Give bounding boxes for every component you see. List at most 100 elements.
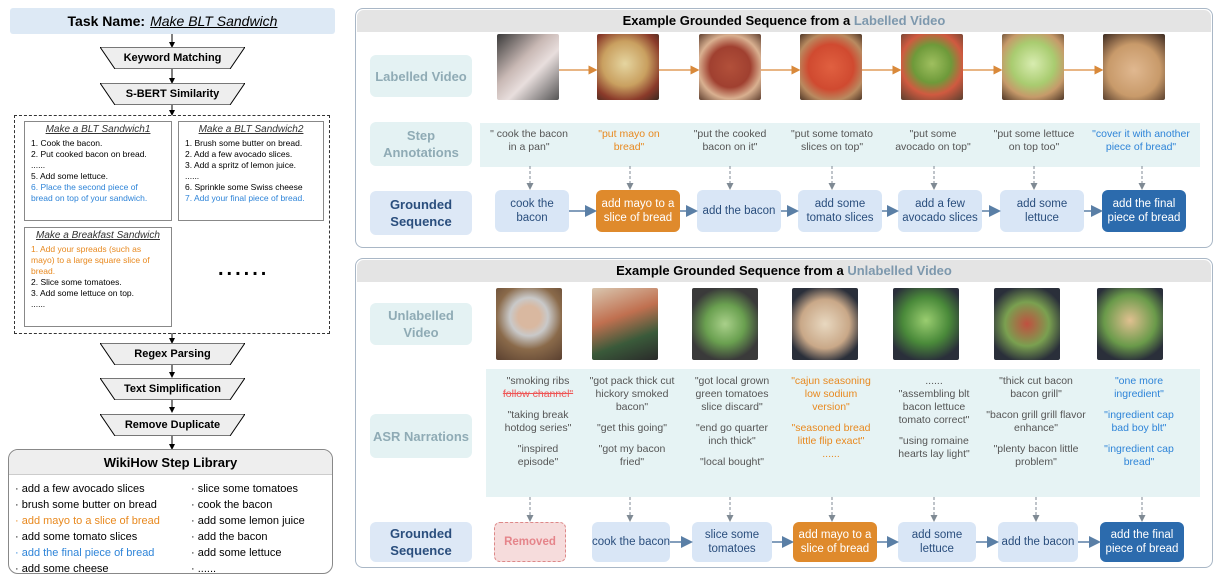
grounded-step-box: add some lettuce bbox=[898, 522, 976, 562]
asr-narration-column: ...... "assembling blt bacon lettuce tom… bbox=[886, 375, 982, 461]
labelled-video-row-label: Labelled Video bbox=[370, 55, 472, 97]
sbert-similarity-step: S-BERT Similarity bbox=[100, 83, 245, 105]
library-item: · add some tomato slices bbox=[15, 531, 138, 543]
article-line: 1. Brush some butter on bread. bbox=[185, 138, 303, 148]
video-frame-image bbox=[497, 34, 559, 100]
article-line-highlight: mayo) to a large square slice of bbox=[31, 255, 150, 265]
grounded-step-box: add the final piece of bread bbox=[1102, 190, 1186, 232]
asr-narration: "smoking ribs bbox=[506, 375, 570, 387]
panel-title: Example Grounded Sequence from a Labelle… bbox=[357, 10, 1211, 32]
asr-narration: "end go quarter inch thick" bbox=[695, 422, 769, 447]
video-frame-image bbox=[792, 288, 858, 360]
panel-title-prefix: Example Grounded Sequence from a bbox=[616, 263, 844, 278]
asr-narration-column: "thick cut bacon bacon grill" "bacon gri… bbox=[984, 375, 1088, 469]
wikihow-step-library: WikiHow Step Library · add a few avocado… bbox=[8, 449, 333, 577]
video-frame-image bbox=[994, 288, 1060, 360]
article-line-highlight: 6. Place the second piece of bbox=[31, 182, 138, 192]
sbert-similarity-label: S-BERT Similarity bbox=[125, 88, 220, 100]
article-title: Make a BLT Sandwich1 bbox=[45, 124, 151, 135]
panel-title-highlight: Labelled Video bbox=[853, 13, 946, 28]
asr-narration: "using romaine hearts lay light" bbox=[898, 435, 970, 460]
remove-duplicate-step: Remove Duplicate bbox=[100, 414, 245, 436]
text-simplification-label: Text Simplification bbox=[124, 383, 221, 395]
article-line: 1. Cook the bacon. bbox=[31, 138, 103, 148]
grounded-sequence-row-label: Grounded Sequence bbox=[370, 191, 472, 235]
grounded-step-box: add the bacon bbox=[697, 190, 781, 232]
library-item: · add a few avocado slices bbox=[15, 483, 145, 495]
grounded-sequence-row-label: Grounded Sequence bbox=[370, 522, 472, 562]
asr-narration: "cajun seasoning low sodium version" bbox=[791, 375, 871, 413]
library-item: · brush some butter on bread bbox=[15, 499, 157, 511]
video-frame-image bbox=[496, 288, 562, 360]
grounded-step-box: add a few avocado slices bbox=[898, 190, 982, 232]
more-articles-ellipsis: ...... bbox=[218, 258, 270, 280]
narrations-band bbox=[486, 369, 1200, 497]
article-card-breakfast: Make a Breakfast Sandwich 1. Add your sp… bbox=[24, 227, 172, 327]
step-annotation: "put some avocado on top" bbox=[895, 128, 971, 153]
asr-narration: "one more ingredient" bbox=[1114, 375, 1164, 400]
asr-narration: "got pack thick cut hickory smoked bacon… bbox=[589, 375, 675, 413]
asr-narration: "ingredient cap bread" bbox=[1104, 443, 1174, 468]
article-line: 2. Slice some tomatoes. bbox=[31, 277, 122, 287]
step-annotation: "cover it with another piece of bread" bbox=[1092, 128, 1190, 153]
article-card-blt2: Make a BLT Sandwich2 1. Brush some butte… bbox=[178, 121, 324, 221]
grounded-step-box: add some tomato slices bbox=[798, 190, 882, 232]
step-annotations-row-label: Step Annotations bbox=[370, 122, 472, 166]
article-title: Make a BLT Sandwich2 bbox=[198, 124, 304, 135]
video-frame-image bbox=[1103, 34, 1165, 100]
asr-narration: "get this going" bbox=[597, 422, 667, 434]
grounded-step-box: add the final piece of bread bbox=[1100, 522, 1184, 562]
panel-title-prefix: Example Grounded Sequence from a bbox=[622, 13, 851, 28]
text-simplification-step: Text Simplification bbox=[100, 378, 245, 400]
left-connectors bbox=[169, 34, 175, 450]
video-frame-image bbox=[592, 288, 658, 360]
article-line: ...... bbox=[31, 299, 46, 309]
asr-narration: "thick cut bacon bacon grill" bbox=[999, 375, 1073, 400]
asr-narration: "got my bacon fried" bbox=[598, 443, 666, 468]
asr-narration-column: "cajun seasoning low sodium version" "se… bbox=[786, 375, 876, 461]
task-label: Task Name: bbox=[67, 13, 146, 29]
grounded-step-box: cook the bacon bbox=[592, 522, 670, 562]
library-column-2: · slice some tomatoes · cook the bacon ·… bbox=[191, 481, 305, 577]
step-annotation: "put mayo on bread" bbox=[598, 128, 660, 153]
grounded-step-box: slice some tomatoes bbox=[692, 522, 772, 562]
step-annotation: " cook the bacon in a pan" bbox=[490, 128, 568, 153]
video-frame-image bbox=[800, 34, 862, 100]
remove-duplicate-label: Remove Duplicate bbox=[124, 419, 221, 431]
video-frame-image bbox=[901, 34, 963, 100]
asr-narration: "taking break hotdog series" bbox=[504, 409, 572, 434]
grounded-step-box: add the bacon bbox=[998, 522, 1078, 562]
library-title: WikiHow Step Library bbox=[9, 450, 332, 475]
keyword-matching-step: Keyword Matching bbox=[100, 47, 245, 69]
grounded-step-box: add mayo to a slice of bread bbox=[793, 522, 877, 562]
article-line: ...... bbox=[185, 171, 200, 181]
asr-narration: "plenty bacon little problem" bbox=[993, 443, 1079, 468]
article-line: 6. Sprinkle some Swiss cheese bbox=[185, 182, 303, 192]
article-line: 2. Add a few avocado slices. bbox=[185, 149, 293, 159]
article-line: ...... bbox=[31, 160, 46, 170]
article-line: 5. Add some lettuce. bbox=[31, 171, 109, 181]
panel-title-highlight: Unlabelled Video bbox=[847, 263, 952, 278]
asr-narration-column: "one more ingredient" "ingredient cap ba… bbox=[1096, 375, 1182, 469]
retrieved-articles-box bbox=[14, 115, 330, 334]
video-frame-image bbox=[1097, 288, 1163, 360]
regex-parsing-label: Regex Parsing bbox=[134, 348, 211, 360]
task-name-banner: Task Name: Make BLT Sandwich bbox=[10, 8, 335, 34]
library-item: · add the final piece of bread bbox=[15, 547, 155, 559]
article-title: Make a Breakfast Sandwich bbox=[36, 230, 160, 241]
article-line-highlight: 1. Add your spreads (such as bbox=[31, 244, 142, 254]
grounded-step-box: add mayo to a slice of bread bbox=[596, 190, 680, 232]
step-annotation: "put some lettuce on top too" bbox=[993, 128, 1075, 153]
asr-narration: "local bought" bbox=[699, 456, 765, 468]
grounded-step-box: cook the bacon bbox=[495, 190, 569, 232]
library-item: · add the bacon bbox=[191, 531, 268, 543]
video-frame-image bbox=[692, 288, 758, 360]
library-item: · add some cheese bbox=[15, 563, 109, 575]
panel-title: Example Grounded Sequence from a Unlabel… bbox=[357, 260, 1211, 282]
video-frame-image bbox=[699, 34, 761, 100]
step-annotation: "put some tomato slices on top" bbox=[791, 128, 873, 153]
removed-step-box: Removed bbox=[494, 522, 566, 562]
asr-narration: "bacon grill grill flavor enhance" bbox=[986, 409, 1086, 434]
article-line-highlight: 7. Add your final piece of bread. bbox=[185, 193, 305, 203]
article-line: 3. Add some lettuce on top. bbox=[31, 288, 135, 298]
